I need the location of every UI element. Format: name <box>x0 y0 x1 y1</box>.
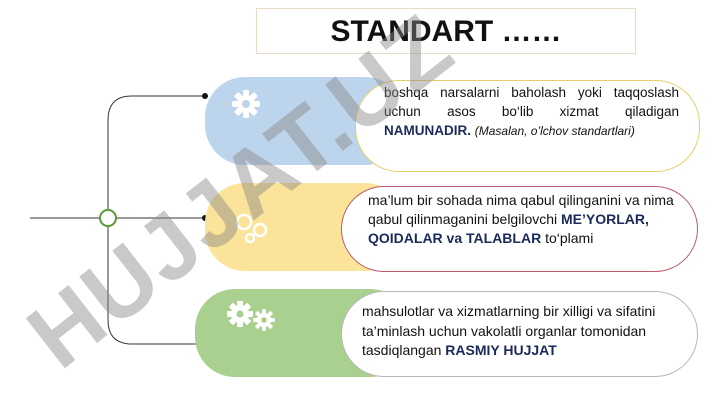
card-2-text-end: to‘plami <box>541 230 594 246</box>
card-3-text: mahsulotlar va xizmatlarning bir xilligi… <box>362 303 656 358</box>
title-box: STANDART …… <box>256 8 636 54</box>
card-2-text: ma’lum bir sohada nima qabul qilinganini… <box>368 192 674 227</box>
cogs-icon <box>235 213 268 244</box>
definition-card-2: ma’lum bir sohada nima qabul qilinganini… <box>341 186 698 272</box>
page-title: STANDART …… <box>330 15 562 48</box>
card-1-italic: (Masalan, o’lchov standartlari) <box>474 124 635 138</box>
card-1-bold: NAMUNADIR. <box>384 123 471 138</box>
definition-card-1: boshqa narsalarni baholash yoki taqqosla… <box>355 80 700 172</box>
two-gears-icon <box>227 301 275 331</box>
definition-card-3: mahsulotlar va xizmatlarning bir xilligi… <box>341 291 698 377</box>
card-3-bold: RASMIY HUJJAT <box>445 342 557 358</box>
card-1-text: boshqa narsalarni baholash yoki taqqosla… <box>384 85 679 119</box>
gear-icon <box>232 90 260 118</box>
card-2-bold: ME’YORLAR, QOIDALAR va TALABLAR <box>368 211 649 246</box>
